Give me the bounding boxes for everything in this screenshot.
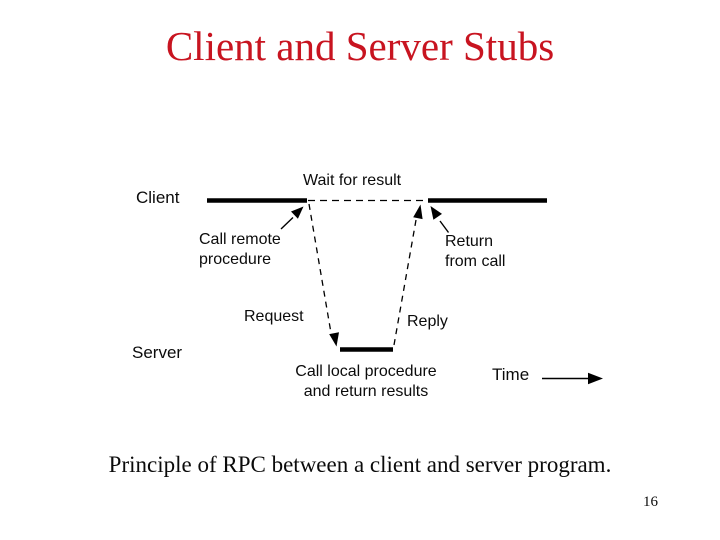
call-remote-arrowhead-icon bbox=[291, 206, 304, 219]
return-arrowhead-icon bbox=[430, 206, 442, 220]
call-local-procedure-label: Call local procedure and return results bbox=[295, 363, 437, 400]
time-arrowhead-icon bbox=[588, 372, 603, 385]
server-label: Server bbox=[132, 343, 183, 362]
client-label: Client bbox=[136, 188, 180, 207]
slide-caption: Principle of RPC between a client and se… bbox=[108, 452, 612, 477]
slide-title: Client and Server Stubs bbox=[165, 23, 555, 69]
reply-arrowhead-icon bbox=[413, 204, 423, 220]
request-label: Request bbox=[244, 308, 304, 325]
call-remote-pointer-line bbox=[280, 216, 294, 230]
return-pointer-line bbox=[439, 220, 450, 233]
wait-for-result-label: Wait for result bbox=[303, 172, 402, 189]
request-arrowhead-icon bbox=[329, 332, 339, 347]
page-number: 16 bbox=[643, 494, 658, 510]
request-line bbox=[308, 203, 332, 334]
call-remote-procedure-label: Call remote procedure bbox=[199, 231, 281, 268]
return-from-call-label: Return from call bbox=[445, 233, 506, 270]
reply-label: Reply bbox=[407, 313, 448, 330]
time-label: Time bbox=[492, 365, 530, 384]
